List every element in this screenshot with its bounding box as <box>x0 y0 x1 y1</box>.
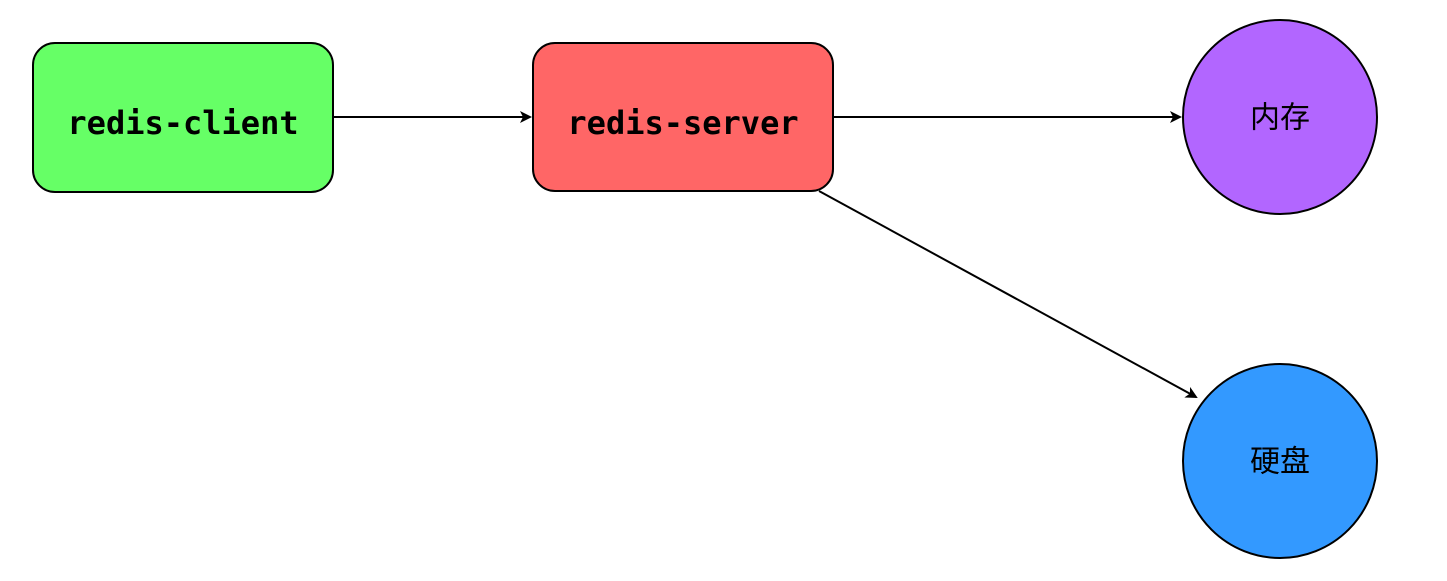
node-redis-server-label: redis-server <box>567 104 798 142</box>
node-memory-label: 内存 <box>1250 101 1310 136</box>
node-memory[interactable]: 内存 <box>1182 19 1378 215</box>
node-disk[interactable]: 硬盘 <box>1182 363 1378 559</box>
node-redis-client[interactable]: redis-client <box>32 42 334 193</box>
node-disk-label: 硬盘 <box>1250 445 1310 480</box>
node-disk-circle <box>1182 363 1378 559</box>
node-redis-client-label: redis-client <box>67 104 298 142</box>
node-memory-circle <box>1182 19 1378 215</box>
edge-server-to-disk <box>818 190 1198 398</box>
node-redis-server[interactable]: redis-server <box>532 42 834 192</box>
node-redis-server-box <box>532 42 834 192</box>
node-redis-client-box <box>32 42 334 193</box>
